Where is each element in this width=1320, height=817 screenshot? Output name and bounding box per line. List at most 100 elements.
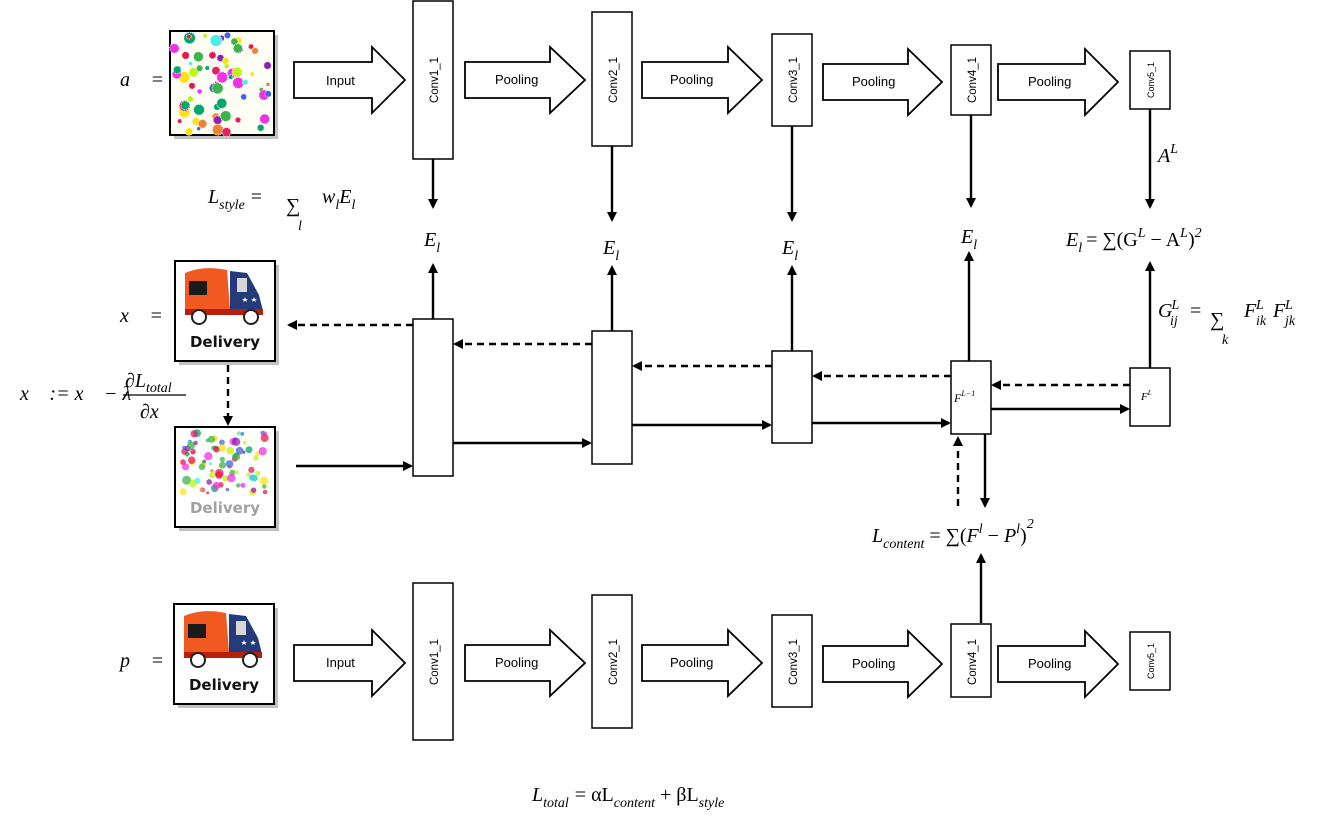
svg-text:Conv5_1: Conv5_1 bbox=[1146, 62, 1156, 98]
svg-text:∑: ∑ bbox=[286, 195, 300, 217]
svg-text:∂x⃗: ∂x⃗ bbox=[140, 401, 174, 423]
a-l-label: AL bbox=[1156, 142, 1178, 167]
style-dot bbox=[250, 487, 257, 493]
e-l-label-2: El bbox=[602, 237, 619, 264]
svg-text:Pooling: Pooling bbox=[852, 656, 895, 671]
style-dot bbox=[213, 446, 220, 453]
flower-dot bbox=[232, 43, 243, 54]
style-dot bbox=[215, 471, 223, 479]
svg-text:Conv2_1: Conv2_1 bbox=[608, 639, 620, 685]
flower-dot bbox=[212, 115, 223, 125]
style-dot bbox=[236, 483, 241, 488]
style-dot bbox=[190, 430, 198, 438]
svg-text:Input: Input bbox=[326, 655, 355, 670]
style-dot bbox=[205, 438, 210, 443]
input-arrow-label: Input bbox=[326, 73, 355, 88]
style-dot bbox=[219, 439, 225, 446]
conv2-1-content-box: Conv2_1 bbox=[591, 594, 633, 729]
style-dot bbox=[187, 441, 195, 450]
style-dot bbox=[235, 446, 244, 455]
flower-dot bbox=[181, 51, 190, 60]
conv2-1-generated-box bbox=[591, 330, 633, 465]
svg-text:Conv4_1: Conv4_1 bbox=[967, 57, 979, 103]
style-dot bbox=[219, 461, 227, 469]
style-dot bbox=[245, 446, 253, 454]
svg-text:Pooling: Pooling bbox=[852, 74, 895, 89]
flower-dot bbox=[265, 81, 271, 87]
style-image-var-label: a⃗ = bbox=[120, 69, 164, 91]
flower-dot bbox=[195, 64, 204, 72]
pooling-arrow-style-4: Pooling bbox=[997, 46, 1120, 118]
style-dot bbox=[262, 484, 267, 489]
style-dot bbox=[179, 488, 187, 496]
conv5-1-style-box: Conv5_1 bbox=[1129, 50, 1171, 110]
svg-text:Conv3_1: Conv3_1 bbox=[788, 639, 800, 685]
style-dot bbox=[227, 473, 236, 483]
flower-dot bbox=[169, 43, 180, 54]
flower-dot bbox=[223, 31, 232, 40]
svg-text:L: L bbox=[1255, 298, 1264, 313]
svg-text:Pooling: Pooling bbox=[1028, 656, 1071, 671]
flower-pattern-image bbox=[169, 30, 278, 139]
svg-text:Conv5_1: Conv5_1 bbox=[1146, 643, 1156, 679]
pooling-arrow-content-3: Pooling bbox=[822, 628, 944, 700]
svg-text:Conv4_1: Conv4_1 bbox=[967, 639, 979, 685]
svg-text:L: L bbox=[1284, 298, 1293, 313]
flower-dot bbox=[184, 127, 194, 136]
pooling-arrow-style-1: Pooling bbox=[464, 44, 587, 116]
svg-text:Conv3_1: Conv3_1 bbox=[788, 57, 800, 103]
svg-text:Pooling: Pooling bbox=[670, 655, 713, 670]
conv5-1-generated-box: FL bbox=[1129, 367, 1171, 427]
stylized-delivery-text: Delivery bbox=[190, 499, 260, 517]
style-dot bbox=[206, 479, 213, 485]
input-arrow-style: Input bbox=[293, 44, 407, 116]
pooling-arrow-content-2: Pooling bbox=[641, 627, 764, 699]
style-dot bbox=[182, 475, 192, 485]
flower-dot bbox=[234, 116, 242, 124]
l-style-equation: Lstyle= ∑ l wlEl bbox=[207, 186, 355, 234]
style-dot bbox=[189, 479, 197, 488]
style-dot bbox=[234, 470, 239, 475]
conv4-1-generated-box: FL−1 bbox=[950, 360, 992, 435]
conv1-1-label: Conv1_1 bbox=[429, 57, 441, 103]
style-dot bbox=[210, 469, 214, 473]
flower-dot bbox=[241, 78, 249, 86]
style-dot bbox=[187, 456, 196, 464]
flower-dot bbox=[204, 65, 210, 71]
e-l-label-4: El bbox=[960, 226, 977, 253]
flower-dot bbox=[221, 127, 232, 137]
style-dot bbox=[225, 487, 230, 492]
flower-dot bbox=[259, 113, 271, 125]
style-dot bbox=[232, 452, 241, 461]
svg-text:Pooling: Pooling bbox=[495, 655, 538, 670]
style-dot bbox=[218, 444, 226, 452]
style-dot bbox=[181, 463, 190, 471]
style-dot bbox=[190, 448, 196, 455]
flower-dot bbox=[231, 66, 243, 78]
style-dot bbox=[198, 463, 206, 471]
conv3-1-content-box: Conv3_1 bbox=[771, 614, 813, 708]
conv3-1-generated-box bbox=[771, 350, 813, 444]
svg-text:GL: GL bbox=[1158, 298, 1179, 322]
flower-dot bbox=[249, 71, 255, 77]
pooling-arrow-style-2: Pooling bbox=[641, 44, 764, 116]
style-dot bbox=[202, 460, 206, 464]
svg-text:∑: ∑ bbox=[1210, 309, 1224, 331]
svg-text:Conv1_1: Conv1_1 bbox=[429, 639, 441, 685]
input-arrow-content: Input bbox=[293, 627, 407, 699]
flower-dot bbox=[211, 82, 224, 95]
flower-dot bbox=[219, 110, 232, 122]
svg-text:Pooling: Pooling bbox=[1028, 74, 1071, 89]
flower-dot bbox=[223, 63, 230, 70]
conv5-1-content-box: Conv5_1 bbox=[1129, 631, 1171, 691]
conv4-1-content-box: Conv4_1 bbox=[950, 623, 992, 698]
conv1-1-style-box: Conv1_1 bbox=[412, 0, 454, 160]
l-total-equation: Ltotal= αLcontent + βLstyle bbox=[531, 784, 724, 811]
style-dot bbox=[237, 431, 242, 436]
flower-dot bbox=[264, 90, 272, 98]
style-dot bbox=[206, 491, 210, 495]
delivery-truck-image-content: Delivery bbox=[173, 603, 278, 708]
l-content-equation: Lcontent=∑(Fl − Pl)2 bbox=[871, 517, 1034, 552]
style-dot bbox=[199, 487, 205, 493]
